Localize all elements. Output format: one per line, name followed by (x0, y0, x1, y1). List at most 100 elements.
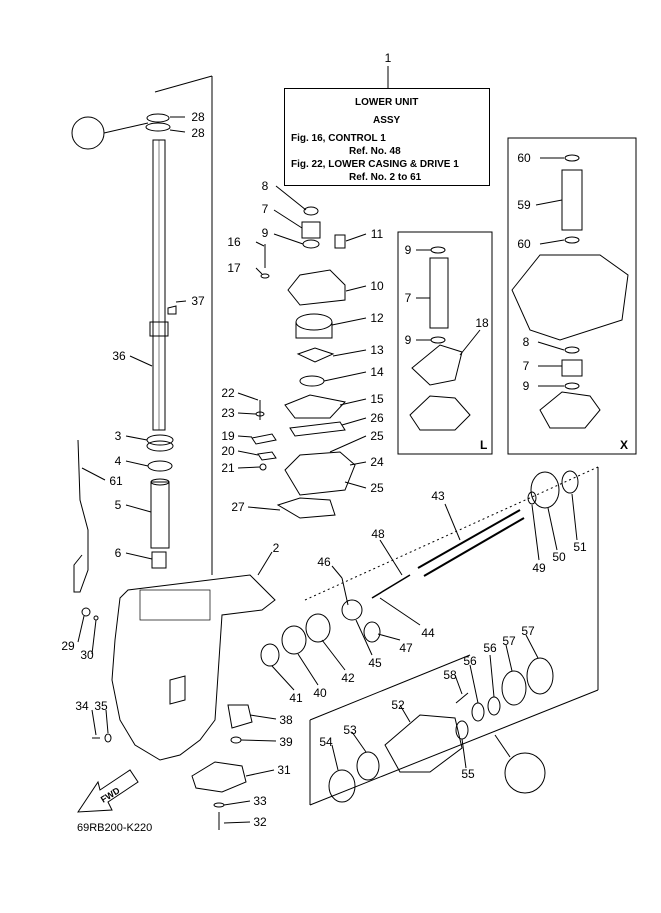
part-number: 58 (443, 668, 457, 682)
oil-seal-housing (301, 221, 321, 239)
impeller (296, 347, 335, 363)
outer-plate (284, 394, 346, 419)
part-number: 13 (370, 343, 384, 357)
diagram-code: 69RB200-K220 (77, 822, 153, 834)
lower-casing (111, 574, 276, 761)
part-number: 43 (431, 489, 445, 503)
pin-21 (259, 463, 267, 471)
part-number: 34 (75, 699, 89, 713)
part-number: 61 (109, 474, 123, 488)
bearing (146, 434, 174, 446)
gasket-14 (299, 375, 325, 387)
washer-56a (471, 702, 485, 722)
part-number: 57 (502, 634, 516, 648)
part-number: 39 (279, 735, 293, 749)
shift-plunger (371, 574, 411, 599)
panel-l-bracket (411, 344, 463, 386)
part-number: 9 (405, 333, 412, 347)
shaft-coupler (149, 321, 169, 337)
part-number: 19 (221, 429, 235, 443)
shift-rod (73, 439, 89, 593)
part-number: 49 (532, 561, 546, 575)
oil-seal-top (146, 113, 170, 123)
part-number: 27 (231, 500, 245, 514)
part-number: 24 (370, 455, 384, 469)
part-number: 9 (523, 379, 530, 393)
part-number: 25 (370, 481, 384, 495)
o-ring-9 (302, 239, 320, 249)
part-number: 32 (253, 815, 267, 829)
part-number: 51 (573, 540, 587, 554)
part-number: 28 (191, 126, 205, 140)
screw-29 (81, 607, 91, 617)
part-number: 54 (319, 735, 333, 749)
collar (151, 551, 167, 569)
panel-l-housing (409, 395, 471, 431)
gasket-27 (276, 497, 336, 519)
part-number: 57 (521, 624, 535, 638)
part-number: 1 (385, 51, 392, 65)
assembly-fig1-ref: Ref. No. 48 (349, 146, 401, 157)
part-number-labels: 1 28 28 37 36 3 4 61 5 6 29 30 34 35 8 7… (61, 51, 587, 829)
shim-51 (561, 470, 579, 494)
pinion (227, 704, 253, 729)
fwd-arrow-icon (77, 769, 139, 813)
gasket-35 (104, 733, 112, 743)
part-number: 9 (262, 226, 269, 240)
part-number: 5 (115, 498, 122, 512)
sleeve (150, 481, 170, 549)
part-number: 28 (191, 110, 205, 124)
part-number: 29 (61, 639, 75, 653)
part-number: 8 (262, 179, 269, 193)
part-number: 20 (221, 444, 235, 458)
panel-x-letter: X (620, 438, 629, 452)
o-ring-57a (501, 670, 527, 706)
part-number: 31 (277, 763, 291, 777)
washer-56b (487, 696, 501, 716)
part-number: 12 (370, 311, 384, 325)
pump-case-24 (284, 451, 356, 496)
reverse-gear (530, 471, 560, 509)
gasket-26 (289, 421, 346, 437)
part-number: 42 (341, 671, 355, 685)
panel-l-letter: L (480, 438, 488, 452)
part-number: 4 (115, 454, 122, 468)
part-number: 25 (370, 429, 384, 443)
bolt-37 (167, 305, 177, 315)
pin-46 (341, 577, 349, 606)
part-number: 30 (80, 648, 94, 662)
part-number: 37 (191, 294, 205, 308)
assembly-fig2-ref: Ref. No. 2 to 61 (349, 172, 422, 183)
washer-30 (93, 615, 99, 621)
frame-line (309, 689, 599, 806)
part-number: 2 (273, 541, 280, 555)
part-number: 44 (421, 626, 435, 640)
part-number: 36 (112, 349, 126, 363)
shim-49 (527, 491, 537, 505)
plate-19 (251, 433, 277, 445)
plate-20 (257, 451, 277, 461)
part-number: 56 (483, 641, 497, 655)
part-number: 18 (475, 316, 489, 330)
panel-l-frame (397, 231, 493, 455)
panel-x-tube (561, 169, 583, 231)
panel-x-base (539, 391, 601, 429)
grommet-11 (334, 234, 346, 249)
part-number: 53 (343, 723, 357, 737)
part-number: 52 (391, 698, 405, 712)
forward-gear (305, 613, 331, 643)
assembly-title-line1: LOWER UNIT (355, 97, 419, 108)
part-number: 11 (371, 227, 384, 241)
frame-line (154, 75, 213, 93)
part-number: 9 (405, 243, 412, 257)
detail-inset-top (71, 116, 105, 150)
part-number: 46 (317, 555, 331, 569)
pump-housing-10 (287, 269, 346, 306)
panel-x-frame (507, 137, 637, 455)
propeller-shaft-housing (384, 714, 463, 773)
oil-seal-bottom (145, 122, 171, 132)
assembly-title-line2: ASSY (373, 115, 401, 126)
part-number: 22 (221, 386, 235, 400)
part-number: 23 (221, 406, 235, 420)
